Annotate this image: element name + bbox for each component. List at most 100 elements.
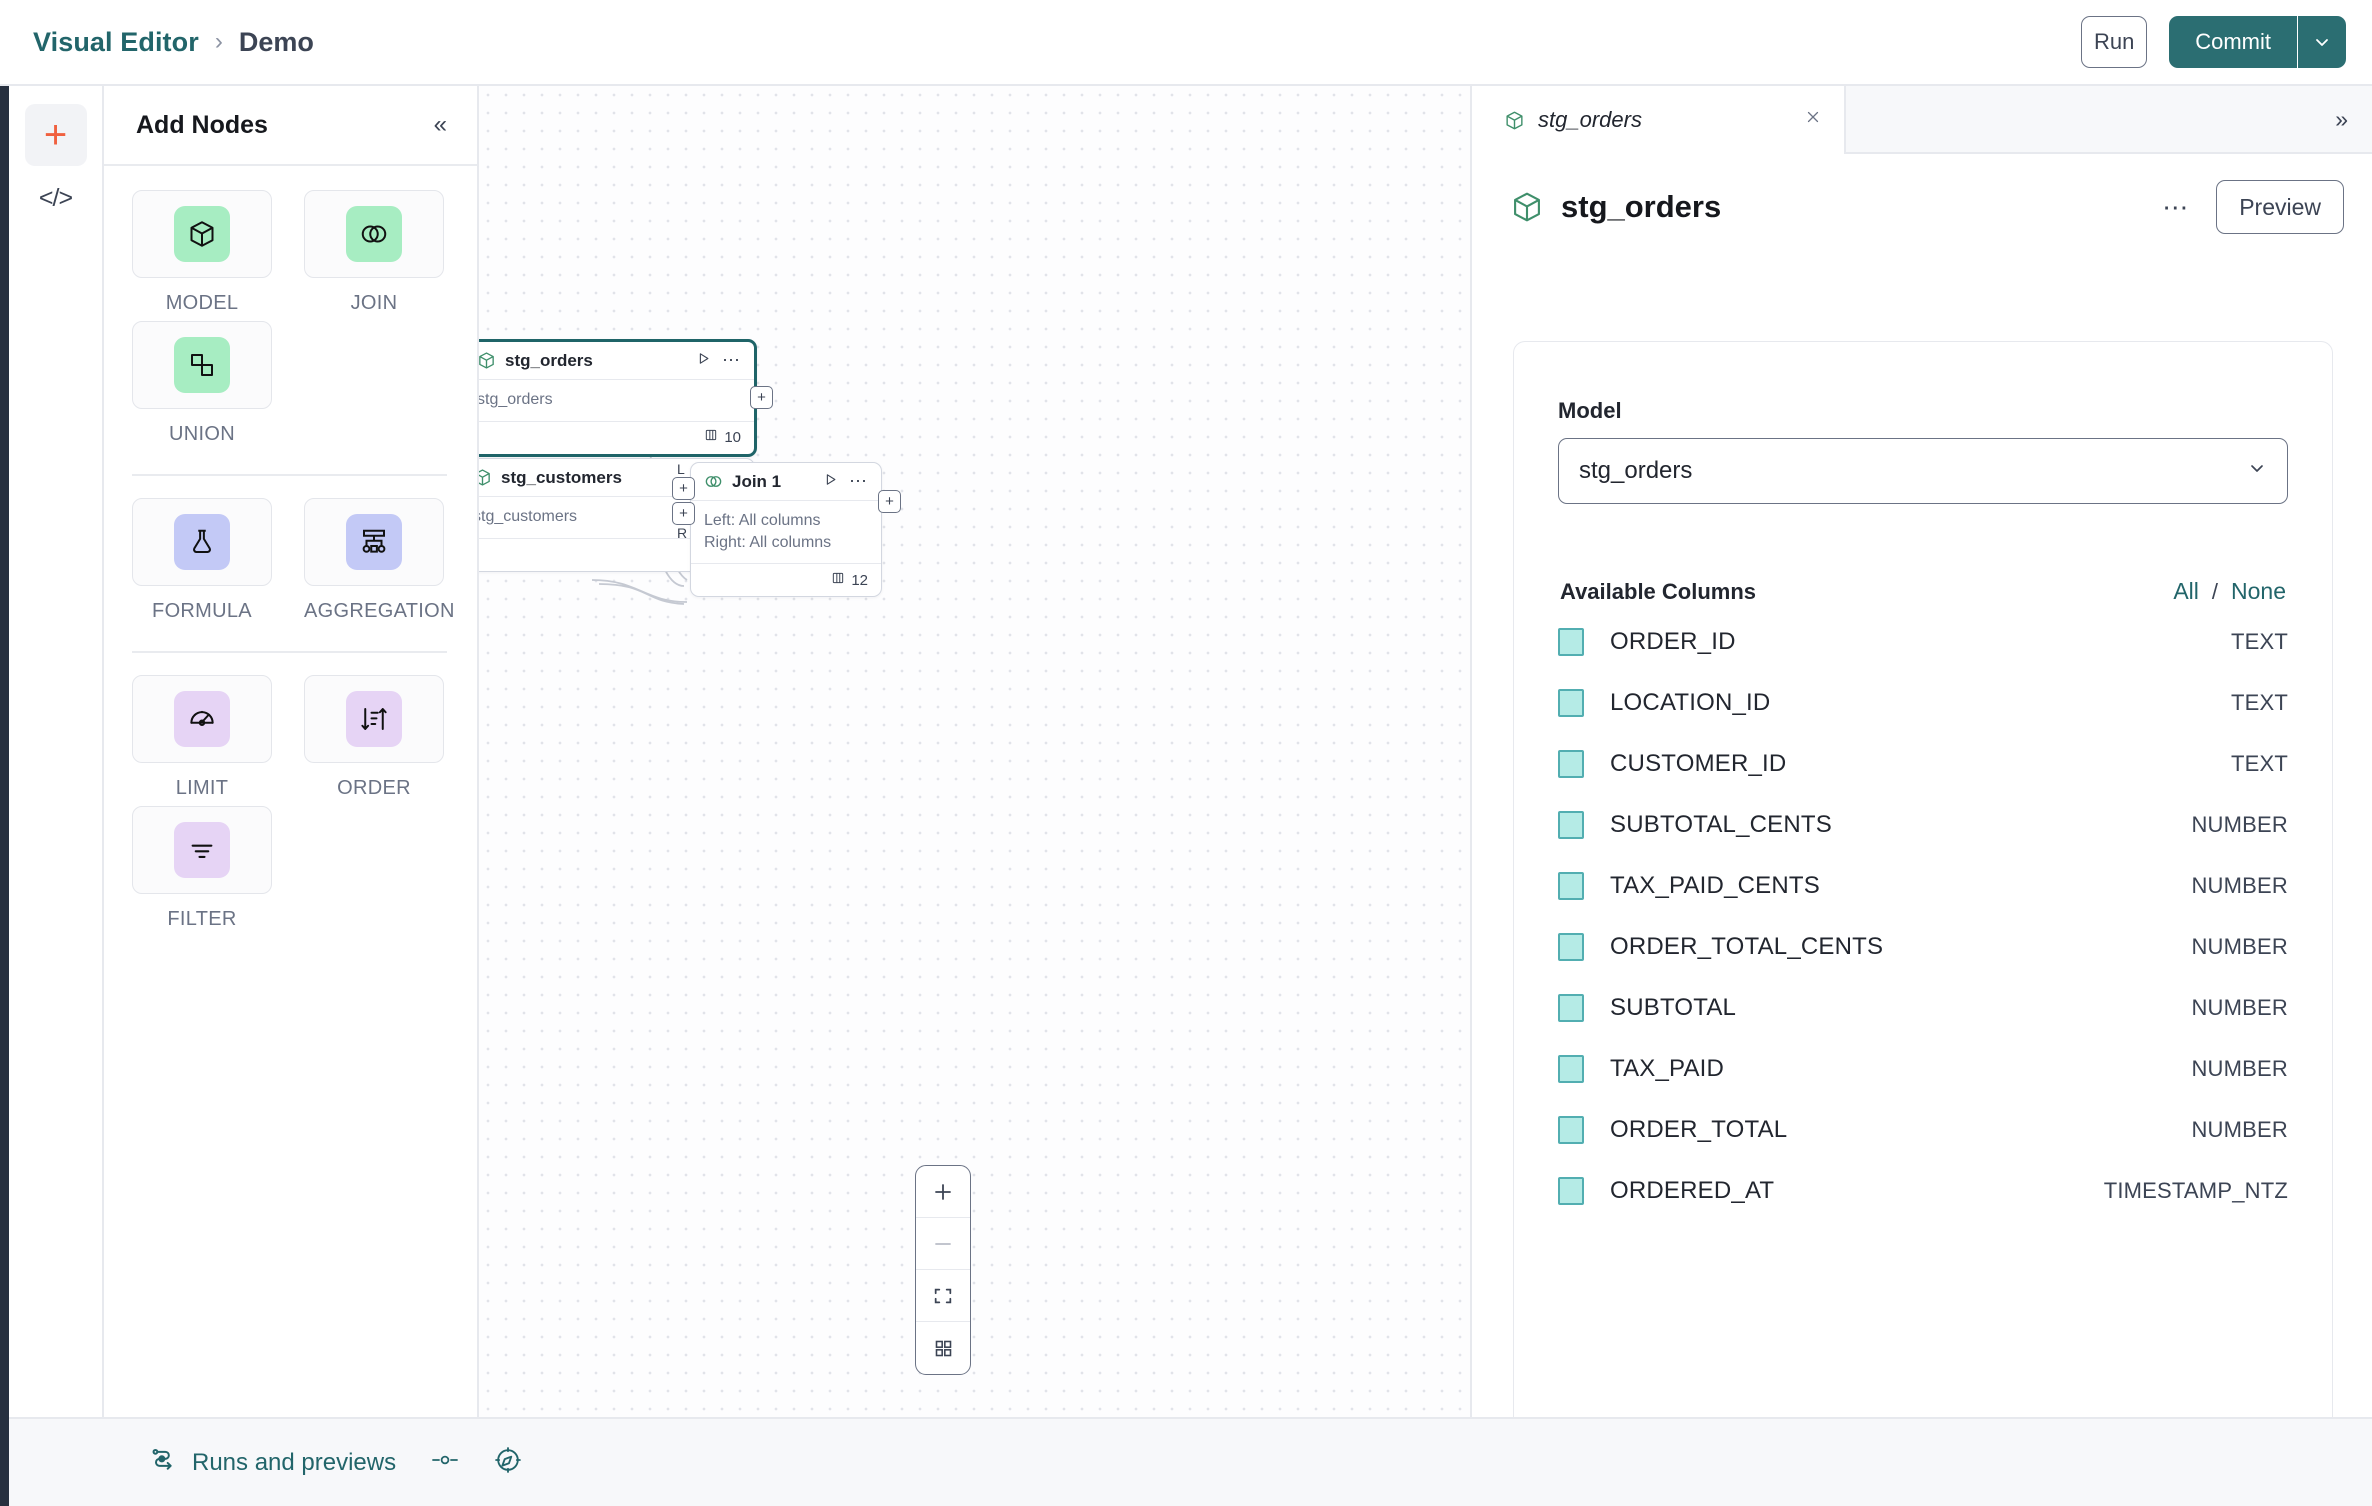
compass-button[interactable] xyxy=(494,1446,522,1479)
column-checkbox[interactable] xyxy=(1558,1177,1584,1205)
select-separator: / xyxy=(2211,579,2219,604)
panel-tab-row: stg_orders » xyxy=(1474,86,2372,154)
node-type-aggregation-tile[interactable] xyxy=(304,498,444,586)
node-type-join[interactable]: JOIN xyxy=(304,190,476,315)
flow-canvas[interactable]: stg_orders ⋯ stg_orders 10 + stg_custome… xyxy=(479,86,1472,1417)
column-name: LOCATION_ID xyxy=(1610,689,1771,716)
flow-node-join-1[interactable]: Join 1 ⋯ Left: All columns Right: All co… xyxy=(672,461,901,598)
plus-icon xyxy=(935,1183,951,1200)
breadcrumb-demo[interactable]: Demo xyxy=(238,26,314,57)
minus-icon xyxy=(935,1242,951,1245)
cube-icon xyxy=(479,468,492,487)
tab-stg-orders[interactable]: stg_orders xyxy=(1474,86,1846,154)
node-type-order[interactable]: ORDER xyxy=(304,675,476,800)
column-row[interactable]: ORDER_TOTAL NUMBER xyxy=(1558,1106,2288,1154)
column-checkbox[interactable] xyxy=(1558,689,1584,717)
add-nodes-panel: Add Nodes « MODEL JOIN xyxy=(104,86,479,1417)
node-type-order-tile[interactable] xyxy=(304,675,444,763)
node-type-union[interactable]: UNION xyxy=(132,321,304,446)
runs-and-previews-button[interactable]: Runs and previews xyxy=(149,1446,396,1479)
column-checkbox[interactable] xyxy=(1558,872,1584,900)
node-type-order-label: ORDER xyxy=(337,777,411,799)
add-node-rail-button[interactable]: + xyxy=(24,104,87,166)
column-checkbox[interactable] xyxy=(1558,1055,1584,1083)
flow-node-stg-orders[interactable]: stg_orders ⋯ stg_orders 10 + xyxy=(479,339,773,457)
code-brackets-icon[interactable]: </> xyxy=(38,184,73,212)
node-type-union-tile[interactable] xyxy=(132,321,272,409)
breadcrumb: Visual Editor › Demo xyxy=(33,27,314,58)
expand-panel-icon[interactable]: » xyxy=(2335,105,2348,132)
node-type-model[interactable]: MODEL xyxy=(132,190,304,315)
node-type-formula[interactable]: FORMULA xyxy=(132,498,304,623)
flow-node-title: stg_customers xyxy=(501,467,622,487)
column-checkbox[interactable] xyxy=(1558,933,1584,961)
left-input-handle-join[interactable]: + xyxy=(672,477,695,500)
preview-button[interactable]: Preview xyxy=(2216,180,2344,234)
more-icon[interactable]: ⋯ xyxy=(722,350,741,371)
runs-toggle-button[interactable] xyxy=(430,1450,460,1475)
node-type-limit[interactable]: LIMIT xyxy=(132,675,304,800)
column-type: NUMBER xyxy=(2191,1117,2288,1142)
run-button[interactable]: Run xyxy=(2081,16,2148,68)
column-name: ORDER_TOTAL xyxy=(1610,1116,1788,1143)
toggle-grid-button[interactable] xyxy=(916,1322,970,1374)
output-handle-stg-orders[interactable]: + xyxy=(750,386,773,409)
hierarchy-icon xyxy=(346,514,402,570)
column-checkbox[interactable] xyxy=(1558,994,1584,1022)
commit-button[interactable]: Commit xyxy=(2169,16,2298,68)
node-type-limit-tile[interactable] xyxy=(132,675,272,763)
node-type-filter-tile[interactable] xyxy=(132,806,272,894)
column-name: SUBTOTAL xyxy=(1610,994,1737,1021)
node-type-formula-tile[interactable] xyxy=(132,498,272,586)
zoom-out-button[interactable] xyxy=(916,1218,970,1270)
compass-icon xyxy=(494,1446,522,1479)
breadcrumb-visual-editor[interactable]: Visual Editor xyxy=(33,26,199,57)
fit-view-button[interactable] xyxy=(916,1270,970,1322)
column-checkbox[interactable] xyxy=(1558,750,1584,778)
zoom-controls xyxy=(915,1165,971,1375)
play-icon[interactable] xyxy=(696,351,711,371)
edge-layer xyxy=(598,464,685,605)
union-shapes-icon xyxy=(174,337,230,393)
column-checkbox[interactable] xyxy=(1558,1116,1584,1144)
column-checkbox[interactable] xyxy=(1558,628,1584,656)
column-checkbox[interactable] xyxy=(1558,811,1584,839)
cube-icon xyxy=(1504,110,1525,131)
left-input-label: L xyxy=(677,461,685,477)
chevron-down-icon[interactable] xyxy=(2298,16,2346,68)
model-select-value: stg_orders xyxy=(1579,457,1693,484)
more-icon[interactable]: ⋯ xyxy=(2162,191,2191,222)
node-type-model-tile[interactable] xyxy=(132,190,272,278)
flow-node-column-count: 10 xyxy=(724,429,741,447)
right-input-handle-join[interactable]: + xyxy=(672,502,695,525)
collapse-panel-icon[interactable]: « xyxy=(433,111,447,138)
select-all-link[interactable]: All xyxy=(2173,578,2199,604)
output-handle-join[interactable]: + xyxy=(878,490,901,513)
commit-button-group: Commit xyxy=(2169,16,2346,68)
plus-icon: + xyxy=(43,113,68,157)
more-icon[interactable]: ⋯ xyxy=(849,471,868,492)
node-type-join-tile[interactable] xyxy=(304,190,444,278)
zoom-in-button[interactable] xyxy=(916,1166,970,1218)
close-icon[interactable] xyxy=(1804,108,1822,132)
flow-node-actions: ⋯ xyxy=(696,351,741,371)
model-select[interactable]: stg_orders xyxy=(1558,438,2288,504)
flow-node-header: Join 1 ⋯ xyxy=(691,463,881,501)
select-none-link[interactable]: None xyxy=(2231,578,2286,604)
node-type-aggregation[interactable]: AGGREGATION xyxy=(304,498,476,623)
node-type-filter[interactable]: FILTER xyxy=(132,806,304,931)
flow-node-header: stg_orders ⋯ xyxy=(479,342,754,380)
edge-layer-2 xyxy=(591,376,688,603)
play-icon[interactable] xyxy=(823,472,838,492)
panel-header: stg_orders ⋯ Preview xyxy=(1474,154,2372,260)
breadcrumb-separator: › xyxy=(214,28,223,55)
